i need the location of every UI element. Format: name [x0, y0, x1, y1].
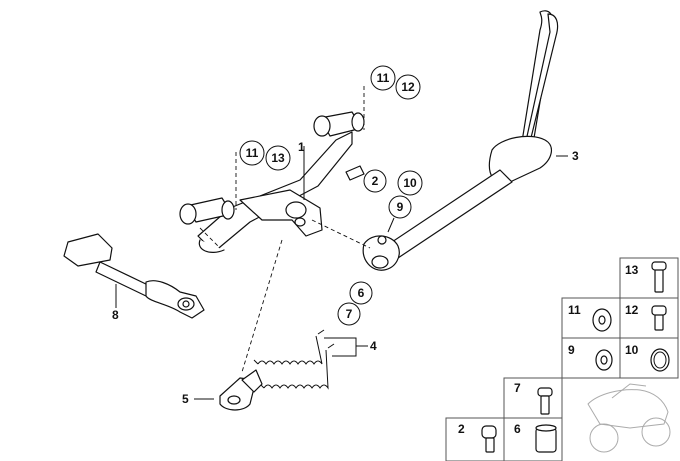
grid-label-10: 10 [625, 343, 639, 357]
callout-10: 10 [403, 176, 417, 190]
grid-cell-12 [619, 297, 679, 339]
callout-12: 12 [401, 80, 415, 94]
grid-label-7: 7 [514, 381, 521, 395]
callout-5: 5 [182, 392, 189, 406]
callout-10-circle [397, 170, 423, 196]
parts-grid: 13 11 12 9 10 7 2 6 [445, 257, 679, 461]
spring-bracket [219, 369, 263, 411]
bolt-12-icon [654, 313, 664, 331]
callout-1: 1 [298, 140, 305, 154]
bolt-7-icon [537, 387, 553, 397]
grid-cell-2 [445, 417, 505, 461]
dash-lines [199, 86, 371, 373]
callout-9: 9 [397, 200, 404, 214]
callout-11b-circle [239, 140, 265, 166]
callout-3: 3 [572, 149, 579, 163]
callout-11b: 11 [246, 146, 259, 160]
callout-2-circle [363, 169, 387, 193]
bolt-13-icon [654, 267, 664, 293]
callout-11a-circle [370, 65, 396, 91]
leader-lines [115, 146, 568, 400]
grid-label-11: 11 [568, 303, 581, 317]
motorcycle-silhouette-icon [587, 383, 671, 453]
spring-pair [253, 329, 335, 390]
grid-cell-13 [619, 257, 679, 299]
center-stand-assembly [179, 111, 365, 253]
grid-cell-7 [503, 377, 563, 419]
callout-4: 4 [370, 339, 377, 353]
callout-8: 8 [112, 308, 119, 322]
callout-13: 13 [271, 151, 285, 165]
grid-label-12: 12 [625, 303, 639, 317]
callout-6-circle [349, 281, 373, 305]
callout-13-circle [265, 145, 291, 171]
callout-2: 2 [372, 174, 379, 188]
grid-label-6: 6 [514, 422, 521, 436]
grid-label-2: 2 [458, 422, 465, 436]
callout-labels: 1 2 3 4 5 6 7 8 9 10 11 12 11 13 [112, 65, 579, 406]
bushing-2-icon [481, 425, 497, 439]
side-stand-switch [63, 233, 205, 319]
callout-7: 7 [346, 307, 353, 321]
side-stand-assembly [362, 10, 559, 271]
grid-label-9: 9 [568, 343, 575, 357]
callout-11a: 11 [377, 71, 390, 85]
callout-7-circle [337, 302, 361, 326]
callout-6: 6 [358, 286, 365, 300]
grid-label-13: 13 [625, 263, 639, 277]
callout-12-circle [395, 74, 421, 100]
callout-9-circle [388, 195, 412, 219]
